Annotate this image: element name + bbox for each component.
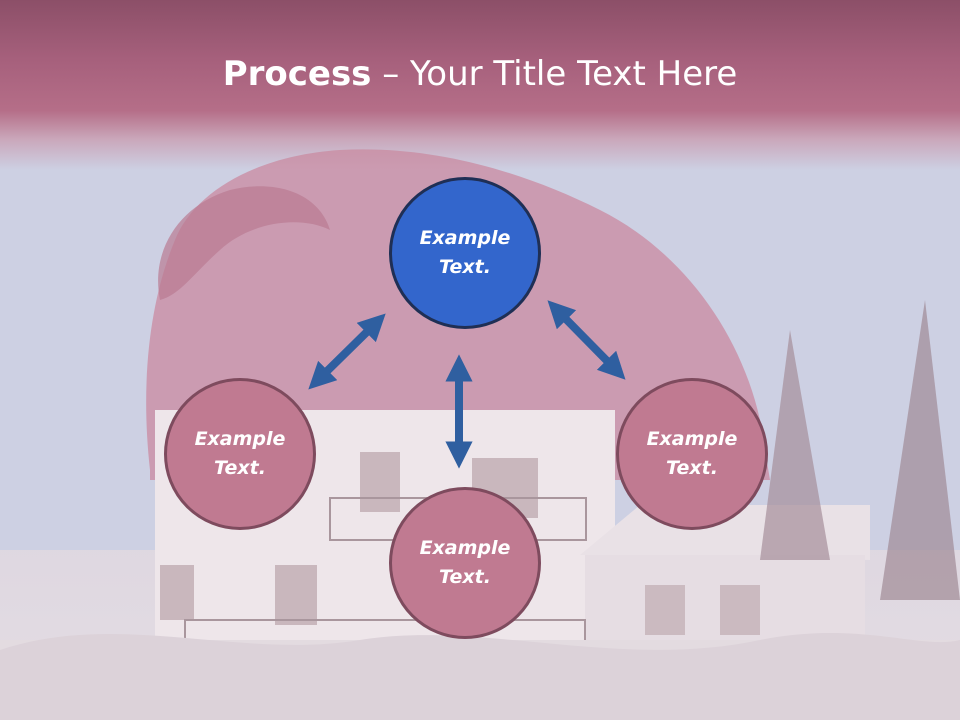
- title-band: [0, 0, 960, 170]
- node-label: Example Text.: [419, 537, 511, 588]
- node-label: Example Text.: [646, 428, 738, 479]
- node-label: Example Text.: [419, 227, 511, 278]
- process-node-top[interactable]: Example Text.: [389, 177, 541, 329]
- title-bold: Process: [222, 54, 372, 94]
- process-node-bottom[interactable]: Example Text.: [389, 487, 541, 639]
- title-rest: – Your Title Text Here: [371, 54, 738, 94]
- process-node-left[interactable]: Example Text.: [164, 378, 316, 530]
- process-node-right[interactable]: Example Text.: [616, 378, 768, 530]
- node-label: Example Text.: [194, 428, 286, 479]
- slide-title: Process – Your Title Text Here: [0, 52, 960, 96]
